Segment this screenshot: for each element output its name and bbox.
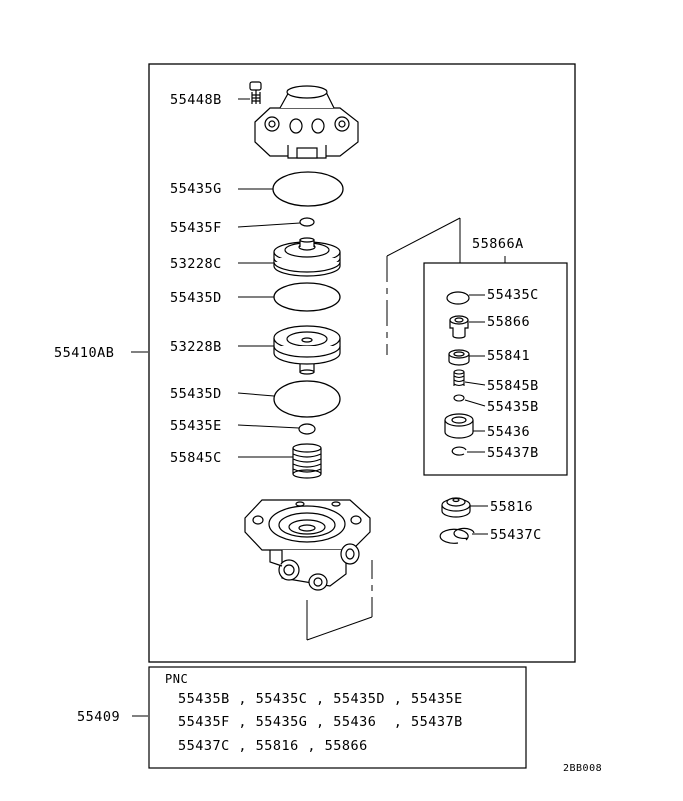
bolt-label: 55448B [170,92,222,108]
sub-part-spring [453,369,465,387]
kit-line-1: 55435B , 55435C , 55435D , 55435E [178,691,463,707]
main-assembly-frame [148,63,576,663]
sub-part-oring [446,291,470,305]
spring-part [292,443,322,479]
sub-assembly-frame [423,262,568,476]
oring-upper [273,282,341,312]
loose-part-label-1: 55816 [490,499,533,515]
bolt-part [249,81,262,104]
loose-part-snap-ring [439,527,475,544]
sub-part-label-4: 55845B [487,378,539,394]
sub-part-label-1: 55435C [487,287,539,303]
loose-part-cap [441,497,471,518]
oring-small-top [299,217,315,227]
oring-small-lower-label: 55435E [170,418,222,434]
oring-lower [273,380,341,418]
gasket-large-top [272,171,344,207]
spring-label: 55845C [170,450,222,466]
top-housing [254,85,359,159]
kit-frame [148,666,527,769]
kit-heading: PNC [165,672,188,686]
oring-small-top-label: 55435F [170,220,222,236]
sub-part-label-3: 55841 [487,348,530,364]
sub-part-label-2: 55866 [487,314,530,330]
gasket-large-top-label: 55435G [170,181,222,197]
kit-label: 55409 [77,709,120,725]
piston-upper [273,237,341,277]
sub-assembly-label: 55866A [472,236,524,252]
sub-part-label-7: 55437B [487,445,539,461]
oring-upper-label: 55435D [170,290,222,306]
piston-upper-label: 53228C [170,256,222,272]
oring-lower-label: 55435D [170,386,222,402]
sub-part-seal [448,349,470,366]
sub-part-label-5: 55435B [487,399,539,415]
sub-part-label-6: 55436 [487,424,530,440]
sub-part-small-oring [453,394,465,402]
break-line-upper [386,217,461,355]
oring-small-lower [298,423,316,435]
piston-lower-label: 53228B [170,339,222,355]
sub-part-clip [451,446,467,456]
sub-part-valve [449,315,469,339]
sub-part-body [444,413,474,439]
figure-code: 2BB008 [563,763,602,774]
main-assembly-label: 55410AB [54,345,114,361]
kit-line-2: 55435F , 55435G , 55436 , 55437B [178,714,463,730]
bottom-body [244,499,371,591]
break-line-lower [306,560,373,641]
piston-lower [273,325,341,375]
kit-line-3: 55437C , 55816 , 55866 [178,738,368,754]
loose-part-label-2: 55437C [490,527,542,543]
